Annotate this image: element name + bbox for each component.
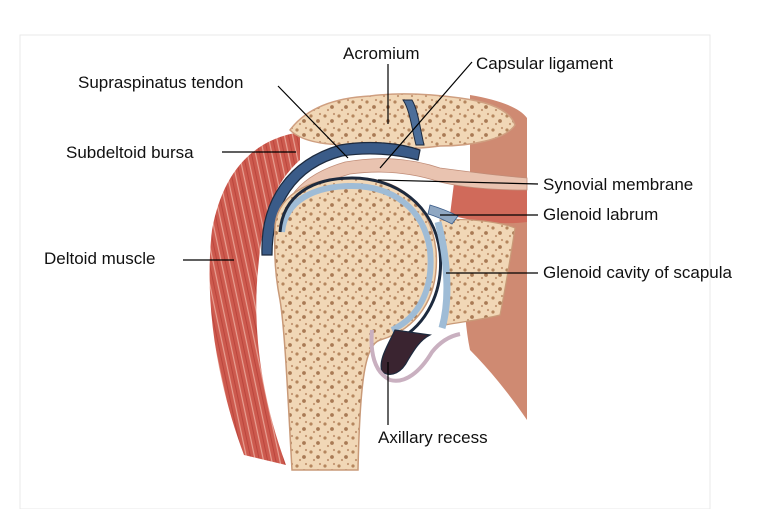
label-acromium: Acromium — [343, 44, 420, 64]
label-axillary-recess: Axillary recess — [378, 428, 488, 448]
label-capsular-ligament: Capsular ligament — [476, 54, 613, 74]
label-synovial-membrane: Synovial membrane — [543, 175, 693, 195]
label-glenoid-cavity: Glenoid cavity of scapula — [543, 263, 732, 283]
label-glenoid-labrum: Glenoid labrum — [543, 205, 658, 225]
label-deltoid-muscle: Deltoid muscle — [44, 249, 156, 269]
label-subdeltoid-bursa: Subdeltoid bursa — [66, 143, 194, 163]
label-supraspinatus-tendon: Supraspinatus tendon — [78, 73, 243, 93]
